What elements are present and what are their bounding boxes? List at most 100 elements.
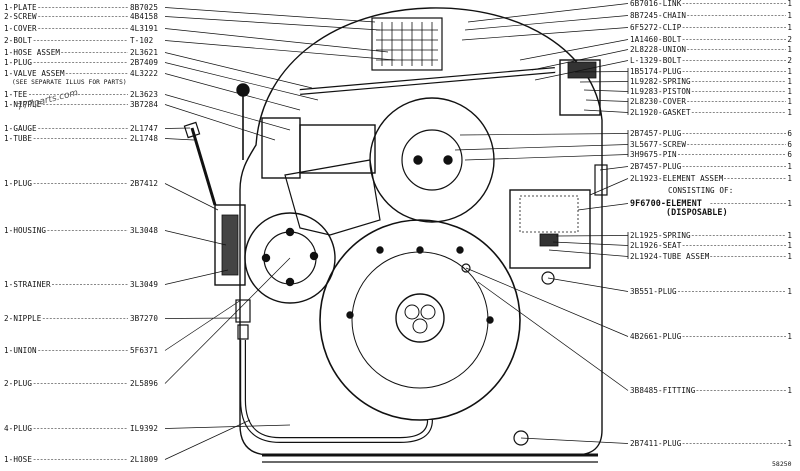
top-plate [371, 17, 443, 71]
upper-gear-hub [401, 129, 463, 191]
left-callout-part: 2B7412 [130, 179, 158, 188]
right-leader-line [579, 81, 629, 83]
filter-seat [539, 233, 559, 247]
right-leader-line [461, 27, 629, 41]
left-callout-part: 2L3623 [130, 90, 158, 99]
filter-housing [509, 189, 591, 269]
bolt [376, 246, 384, 254]
left-callout-label: 1-PLUG [4, 58, 32, 67]
right-callout-label: L-1329-BOLT [630, 56, 682, 65]
right-leader-line [583, 89, 629, 92]
right-callout-label: 2L1926-SEAT [630, 241, 682, 250]
left-callout-part: 2L5896 [130, 379, 158, 388]
right-callout-label: 1B5174-PLUG [630, 67, 682, 76]
right-callout-qty: 1 [787, 287, 792, 296]
left-leader-line [164, 317, 241, 319]
left-callout-label: 1-STRAINER [4, 280, 51, 289]
right-callout-qty: 6 [787, 140, 792, 149]
left-callout-label: 1-COVER [4, 24, 37, 33]
plug-3B551 [541, 271, 555, 285]
large-gear-cover-inner [351, 251, 489, 389]
left-leader-line [164, 52, 313, 89]
left-callout-label: 1-NIPPLE [4, 100, 42, 109]
filter-element [519, 195, 579, 233]
left-leader-line [164, 269, 229, 285]
left-leader-line [164, 183, 219, 211]
right-callout-qty: 1 [787, 0, 792, 8]
right-callout-qty: 1 [787, 23, 792, 32]
right-callout-label: 2B7457-PLUG [630, 162, 682, 171]
left-callout-part: 4L3222 [130, 69, 158, 78]
right-callout-label: 6B7016-LINK [630, 0, 682, 8]
left-callout-label: 2-NIPPLE [4, 314, 42, 323]
plug-4B2661 [461, 263, 471, 273]
nipple [237, 324, 249, 340]
hub-lobe-3 [412, 318, 428, 334]
hub-lobe-2 [420, 304, 436, 320]
left-leader-line [164, 28, 389, 53]
strainer-core [221, 214, 239, 276]
right-leader-line [585, 99, 629, 102]
right-leader-line [459, 133, 629, 136]
right-leader-line [520, 437, 629, 444]
right-callout-qty: 1 [787, 386, 792, 395]
right-leader-line [547, 277, 629, 292]
left-callout-label: 2-BOLT [4, 36, 32, 45]
left-callout-label: 1-HOUSING [4, 226, 46, 235]
consisting-of-label: CONSISTING OF: [668, 186, 733, 195]
right-callout-qty: 1 [787, 241, 792, 250]
hose-assembly-inner [299, 68, 556, 94]
left-callout-part: T-102 [130, 36, 153, 45]
left-leader-line [164, 299, 242, 351]
gauge-body [183, 121, 201, 139]
right-callout-qty: 6 [787, 129, 792, 138]
right-leader-line [574, 71, 629, 73]
union [235, 299, 251, 323]
right-leader-line [464, 154, 629, 161]
left-leader-line [164, 16, 381, 31]
right-leader-line [577, 203, 629, 211]
left-callout-part: 4B4158 [130, 12, 158, 21]
bolt [346, 311, 354, 319]
bolt [416, 246, 424, 254]
left-callout-note: (SEE SEPARATE ILLUS FOR PARTS) [12, 79, 127, 86]
right-callout-qty: 2 [787, 35, 792, 44]
right-callout-label: 2L8228-UNION [630, 45, 686, 54]
right-callout-qty: 6 [787, 150, 792, 159]
left-leader-line [164, 40, 396, 61]
right-leader-line [555, 235, 629, 237]
right-callout-qty: 1 [787, 231, 792, 240]
left-callout-label: 1-VALVE ASSEM [4, 69, 65, 78]
plate-grid [376, 22, 438, 66]
right-callout-label: 2B7411-PLUG [630, 439, 682, 448]
right-callout-label: 2B7457-PLUG [630, 129, 682, 138]
right-leader-line [477, 281, 629, 391]
bolt [309, 251, 319, 261]
right-callout-qty: 1 [787, 67, 792, 76]
large-gear-cover [319, 219, 521, 421]
right-callout-label: 1A1460-BOLT [630, 35, 682, 44]
left-leader-line [164, 73, 301, 111]
right-callout-qty: 1 [787, 97, 792, 106]
right-callout-label: 1L9282-SPRING [630, 77, 691, 86]
right-callout-qty: 1 [787, 87, 792, 96]
right-callout-qty: 1 [787, 11, 792, 20]
right-callout-label: 1L9283-PISTON [630, 87, 691, 96]
right-callout-qty: 2 [787, 56, 792, 65]
left-callout-label: 1-TUBE [4, 134, 32, 143]
left-callout-part: IL9392 [130, 424, 158, 433]
left-callout-label: 1-GAUGE [4, 124, 37, 133]
right-callout-label: 2L1924-TUBE ASSEM [630, 252, 710, 261]
housing-drawing [183, 7, 608, 463]
right-callout-label: 9F6700-ELEMENT [630, 198, 702, 208]
left-callout-label: 4-PLUG [4, 424, 32, 433]
right-callout-label: 4B2661-PLUG [630, 332, 682, 341]
left-callout-part: 2L3621 [130, 48, 158, 57]
upper-gear-cover [369, 97, 495, 223]
right-callout-qty: 1 [787, 332, 792, 341]
left-callout-label: 1-HOSE ASSEM [4, 48, 60, 57]
bolt [285, 227, 295, 237]
